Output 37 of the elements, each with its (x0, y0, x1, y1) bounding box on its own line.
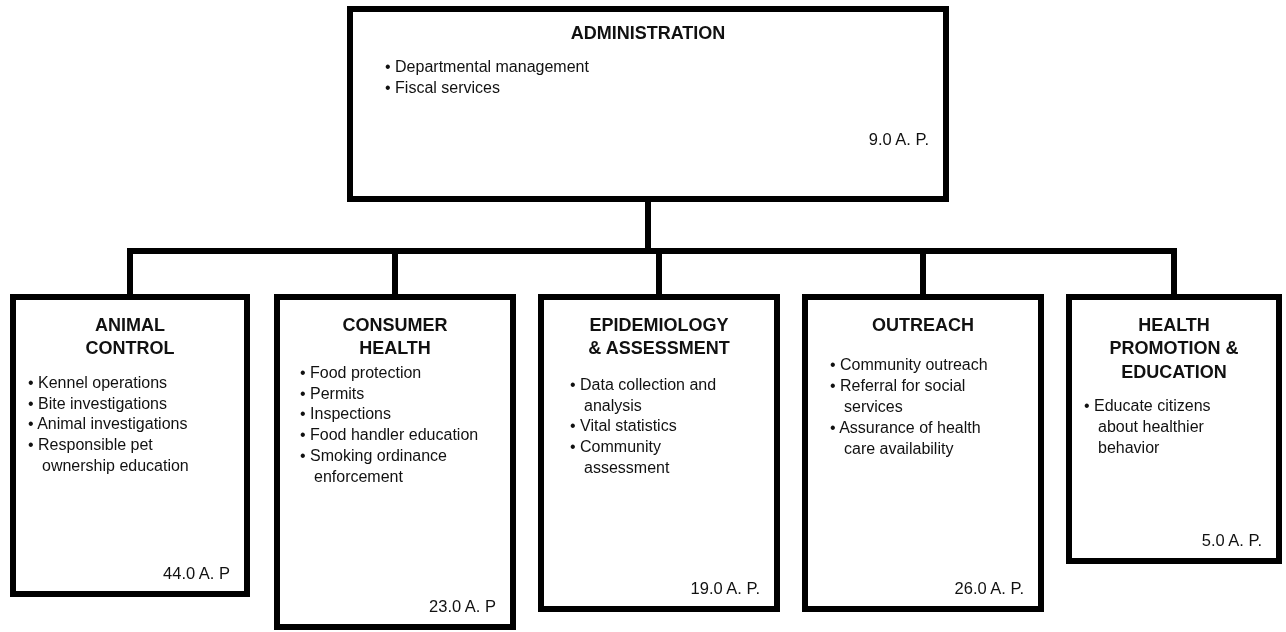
duty-bullet: • Educate citizens about healthier behavior (1084, 396, 1212, 458)
duty-bullet: • Referral for social services (830, 376, 967, 417)
duty-bullet: • Food protection (300, 362, 423, 383)
duty-bullet: • Departmental management (385, 57, 590, 78)
staffing-figure: 23.0 A. P (429, 597, 496, 616)
duty-bullet: • Bite investigations (28, 393, 168, 414)
unit-heading: EPIDEMIOLOGY & ASSESSMENT (587, 314, 731, 361)
staffing-figure: 9.0 A. P. (868, 130, 929, 150)
org-unit-box (347, 6, 949, 202)
staffing-figure: 19.0 A. P. (690, 579, 760, 598)
duty-bullet: • Responsible pet ownership education (28, 435, 190, 476)
duty-bullet: • Assurance of health care availability (830, 417, 982, 459)
org-unit-box (10, 294, 250, 597)
connector-line (645, 202, 1177, 294)
staffing-figure: 5.0 A. P. (1201, 531, 1262, 550)
org-unit-box (274, 294, 516, 630)
duty-bullet: • Inspections (300, 404, 392, 425)
duty-bullet: • Permits (300, 383, 366, 404)
org-unit-box (538, 294, 780, 612)
unit-heading: OUTREACH (871, 314, 975, 337)
org-unit-box (802, 294, 1044, 612)
unit-heading: ADMINISTRATION (569, 22, 727, 45)
duty-bullet: • Community outreach (830, 355, 989, 376)
duty-bullet: • Fiscal services (385, 78, 501, 99)
duty-bullet: • Vital statistics (570, 416, 678, 437)
duty-bullet: • Animal investigations (28, 414, 189, 435)
duty-bullet: • Community assessment (570, 437, 671, 478)
unit-heading: CONSUMER HEALTH (341, 314, 449, 361)
duty-bullet: • Kennel operations (28, 372, 169, 393)
unit-heading: ANIMAL CONTROL (84, 314, 176, 361)
duty-bullet: • Food handler education (300, 425, 480, 446)
org-unit-box (1066, 294, 1282, 564)
staffing-figure: 44.0 A. P (163, 564, 230, 583)
duty-bullet: • Data collection and analysis (570, 374, 718, 416)
staffing-figure: 26.0 A. P. (954, 579, 1024, 598)
duty-bullet: • Smoking ordinance enforcement (300, 445, 448, 487)
unit-heading: HEALTH PROMOTION & EDUCATION (1108, 314, 1240, 384)
